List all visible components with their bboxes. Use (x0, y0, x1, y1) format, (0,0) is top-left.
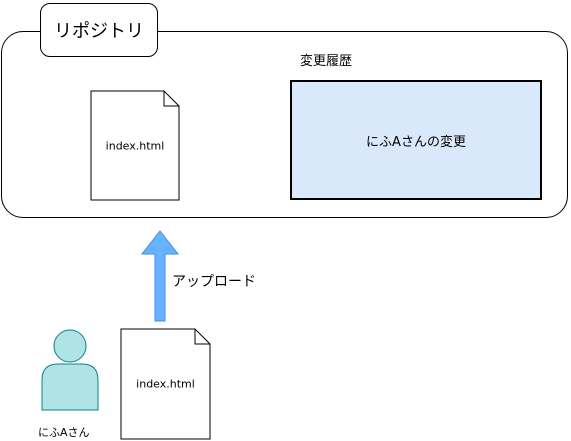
history-title: 変更履歴 (300, 54, 353, 69)
upload-label: アップロード (172, 274, 256, 290)
user-file-name: index.html (136, 377, 195, 391)
document-icon (120, 328, 211, 440)
repository-label-text: リポジトリ (54, 21, 144, 42)
user-name: にふAさん (38, 426, 90, 439)
user-avatar-icon (41, 329, 99, 411)
repository-file-name: index.html (105, 139, 165, 152)
repository-file-icon: index.html (90, 90, 180, 201)
repository-label: リポジトリ (40, 3, 158, 57)
upload-arrow-icon (140, 230, 180, 322)
history-entry-text: にふAさんの変更 (366, 134, 466, 150)
user-file-icon: index.html (120, 328, 211, 440)
document-icon (90, 90, 180, 201)
history-entry: にふAさんの変更 (290, 80, 542, 200)
